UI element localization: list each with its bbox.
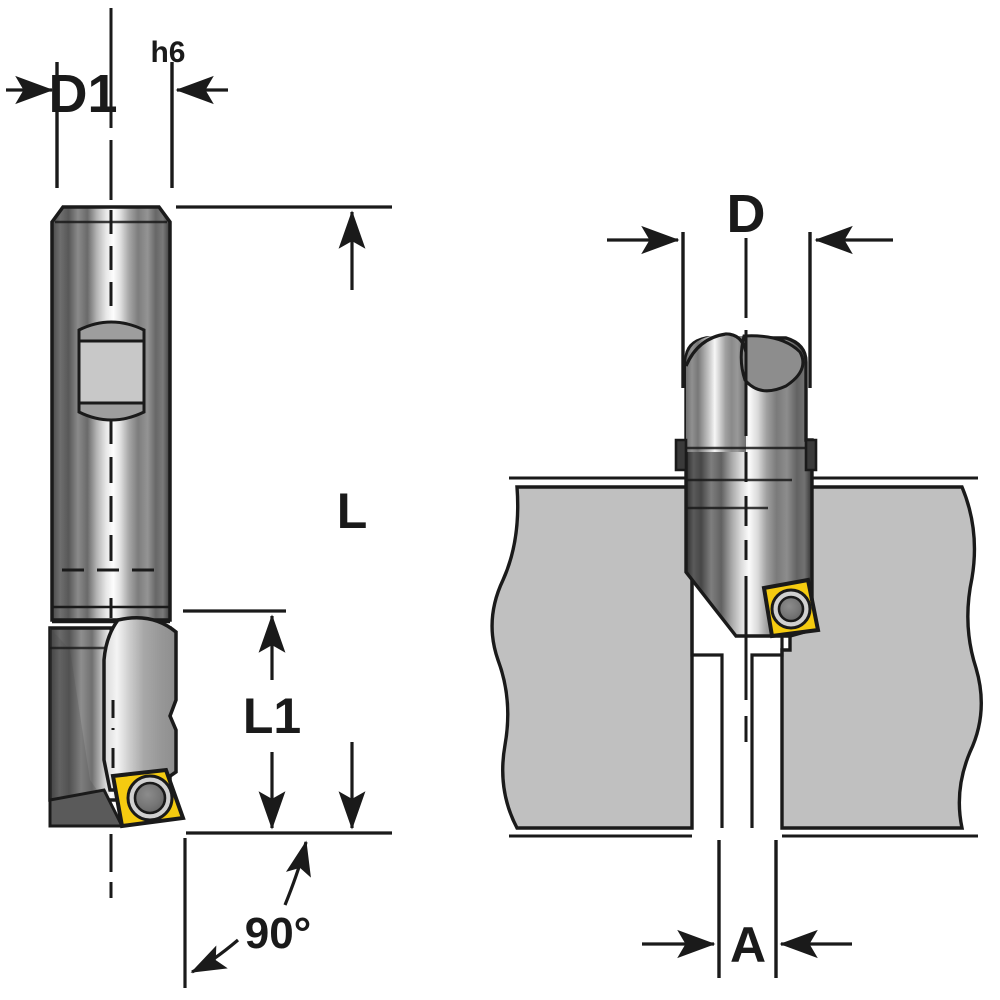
dimension-label-a: A bbox=[730, 917, 766, 973]
dimension-label-d1: D1 bbox=[48, 64, 117, 124]
dimension-label-angle: 90° bbox=[245, 909, 312, 958]
workpiece-right bbox=[780, 476, 983, 838]
section-view-group bbox=[490, 238, 983, 838]
cutting-head bbox=[102, 616, 178, 792]
dimension-label-d: D bbox=[727, 184, 766, 244]
insert-clamp-screw bbox=[126, 774, 174, 822]
dimension-d1 bbox=[6, 62, 228, 188]
dimension-a bbox=[642, 840, 852, 978]
workpiece-left bbox=[490, 476, 694, 838]
dimension-l1 bbox=[183, 609, 286, 830]
dimension-l bbox=[176, 205, 392, 835]
section-insert-clamp-screw bbox=[770, 588, 812, 630]
dimension-label-l: L bbox=[337, 483, 368, 539]
shank-drive-flat bbox=[77, 320, 146, 422]
dimension-label-h6: h6 bbox=[150, 36, 185, 69]
section-carbide-insert bbox=[761, 577, 821, 639]
carbide-insert bbox=[110, 767, 186, 829]
dimension-d bbox=[607, 225, 893, 388]
dimension-angle bbox=[183, 838, 311, 988]
section-tool-head bbox=[674, 332, 818, 638]
front-view-group bbox=[48, 8, 186, 898]
dimension-label-l1: L1 bbox=[243, 688, 301, 744]
